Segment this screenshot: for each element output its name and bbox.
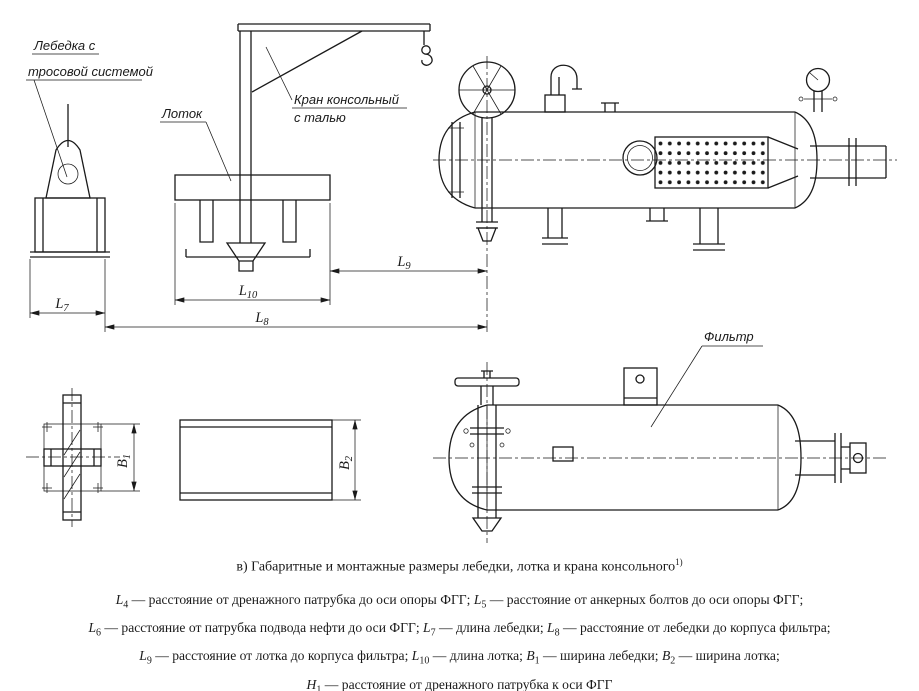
gate-drain-funnel-side <box>471 517 503 532</box>
outlet-pipe <box>810 145 887 179</box>
tray-funnel <box>225 242 267 262</box>
gate-stem <box>481 118 493 222</box>
winch-label-underline <box>26 53 142 81</box>
crane-label-line2: с талью <box>294 110 346 125</box>
dim-label-L10: L10 <box>238 283 258 301</box>
gate-flanges-side <box>470 427 504 494</box>
winch-label-line2: тросовой системой <box>28 64 153 79</box>
winch-label-line1: Лебедка с <box>33 38 96 53</box>
siphon-pipe <box>550 77 560 95</box>
winch-pulley <box>57 163 79 185</box>
perforation-dots <box>656 139 768 188</box>
legend-line: L9 — расстояние от лотка до корпуса филь… <box>139 648 780 668</box>
manhole <box>622 140 658 176</box>
tray-leader-line <box>205 121 232 182</box>
winch-cross-beam <box>43 448 102 467</box>
caption-text: в) Габаритные и монтажные размеры лебедк… <box>236 559 676 575</box>
tray-top-view: B2 <box>179 419 361 501</box>
winch-frame <box>34 197 106 253</box>
callout-labels: Лебедка с тросовой системой Лоток Кран к… <box>26 38 763 428</box>
winch-leader-line <box>33 79 68 178</box>
nameplate <box>552 446 574 462</box>
filter-leader-line <box>650 345 703 428</box>
legend-line: H1 — расстояние от дренажного патрубка к… <box>306 676 613 691</box>
tray-plate <box>174 174 331 201</box>
gate-drain-funnel <box>477 227 497 242</box>
dim-label-L9: L9 <box>396 254 411 272</box>
side-outlet-pipe <box>795 440 835 476</box>
gate-body-side <box>477 405 497 518</box>
winch-centerlines <box>26 388 120 527</box>
end-fitting-hole <box>852 452 864 464</box>
winch-drum-housing <box>62 394 82 521</box>
winch-front-view <box>30 104 110 258</box>
hoist-pulley <box>421 45 431 55</box>
siphon-hook <box>550 64 582 90</box>
crane-hook <box>421 53 433 66</box>
figure-caption: в) Габаритные и монтажные размеры лебедк… <box>0 557 919 576</box>
winch-housing <box>45 139 91 199</box>
filter-left-head <box>438 111 476 209</box>
filter-front-view <box>433 56 897 332</box>
dim-label-B2: B2 <box>337 455 355 470</box>
winch-top-view: B1 <box>26 388 140 527</box>
filter-label: Фильтр <box>704 329 754 344</box>
end-fitting <box>849 442 867 474</box>
dim-label-L7: L7 <box>54 296 69 314</box>
legend-line: L4 — расстояние от дренажного патрубка д… <box>115 592 804 611</box>
support-leg <box>693 208 725 251</box>
winch-baseplate <box>43 423 102 492</box>
drawing-svg: L7 L8 L9 L10 B1 B2 <box>26 23 897 543</box>
tray-trough <box>185 249 311 258</box>
dim-label-B1: B1 <box>115 454 133 468</box>
pressure-gauge <box>805 67 831 93</box>
dimension-legend: L4 — расстояние от дренажного патрубка д… <box>0 589 919 691</box>
bracket-hole <box>635 374 645 384</box>
crane-mast <box>239 31 252 243</box>
anchor-bolt-marks <box>42 422 103 493</box>
filter-side-right-head <box>777 404 802 511</box>
filter-right-head <box>794 111 818 209</box>
tray-front-view <box>174 174 331 272</box>
outlet-flange <box>848 138 857 186</box>
tray-outline <box>179 419 333 501</box>
caption-footnote-marker: 1) <box>675 557 683 567</box>
handwheel-edge-view <box>454 377 520 387</box>
tray-leg-left <box>199 200 214 243</box>
filter-side-left-head <box>448 404 488 511</box>
lifting-bracket <box>623 367 658 406</box>
dimensions-top: L7 L8 L9 L10 <box>29 203 488 332</box>
tray-label: Лоток <box>161 106 203 121</box>
siphon-valve-body <box>544 94 566 113</box>
outlet-cone <box>767 136 799 189</box>
cantilever-crane <box>237 23 433 243</box>
filter-side-view <box>433 362 888 543</box>
tray-walls <box>180 426 332 494</box>
filter-shell <box>475 111 795 209</box>
crane-brace <box>251 30 363 93</box>
filter-side-shell <box>487 404 778 511</box>
tray-leg-right <box>282 200 297 243</box>
top-nozzle-stub <box>601 102 619 112</box>
handwheel-spokes <box>459 65 515 115</box>
side-outlet-flange <box>834 433 850 483</box>
tray-funnel-spout <box>238 261 254 272</box>
winch-base <box>30 251 110 258</box>
dim-label-L8: L8 <box>254 310 269 328</box>
crane-label-line1: Кран консольный <box>294 92 399 107</box>
hatch-lines <box>63 429 81 500</box>
legend-line: L6 — расстояние от патрубка подвода нефт… <box>88 620 831 639</box>
crane-leader-line <box>265 46 293 101</box>
gauge-stem <box>813 91 823 112</box>
crane-jib <box>237 23 431 32</box>
gauge-needle <box>809 72 819 81</box>
gate-stem-side <box>480 386 494 405</box>
bottom-stub <box>646 208 668 222</box>
head-flange <box>451 122 461 198</box>
drain-nozzle <box>542 208 568 245</box>
